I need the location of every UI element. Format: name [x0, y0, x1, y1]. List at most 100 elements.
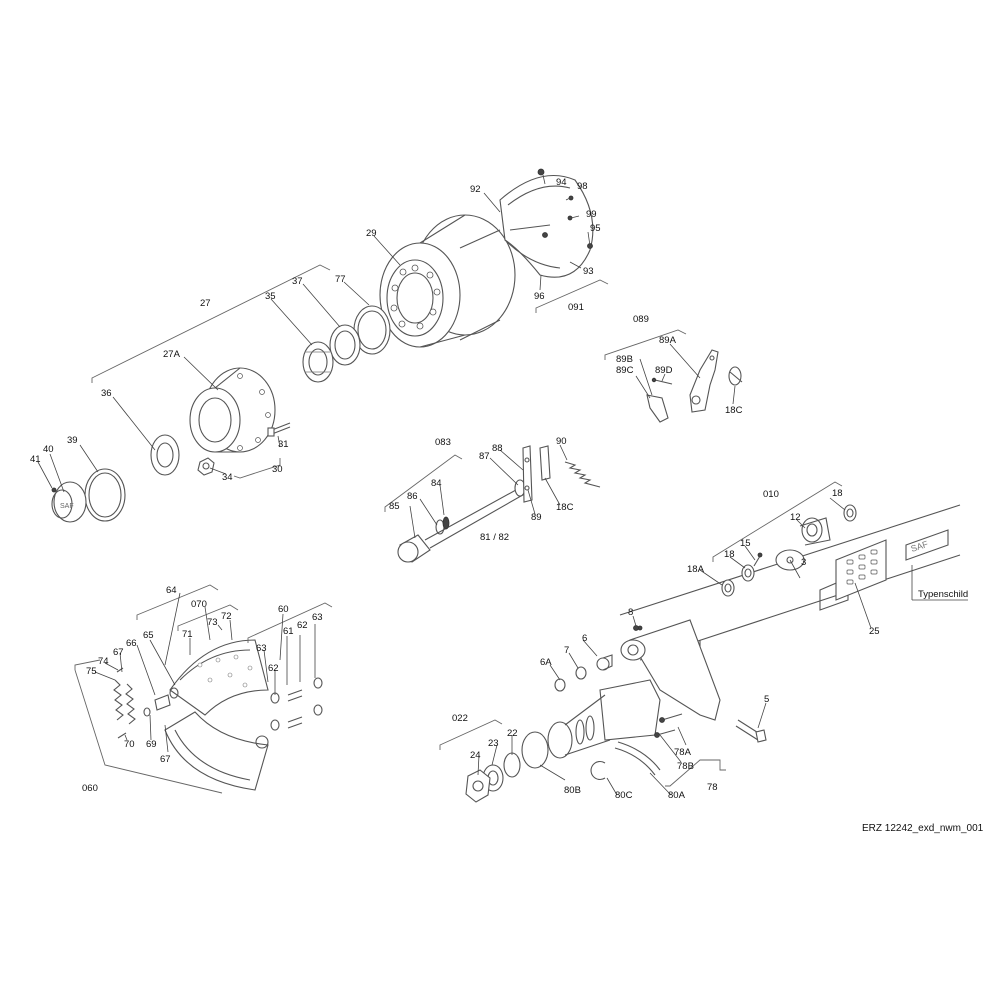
anchor-pin-65-66	[143, 687, 179, 717]
label-84: 84	[431, 478, 442, 489]
label-18-b: 18	[724, 549, 735, 560]
screw-15	[753, 552, 763, 567]
pin-89D	[651, 377, 673, 385]
label-67-b: 67	[160, 754, 171, 765]
label-96: 96	[534, 291, 545, 302]
label-083: 083	[435, 437, 451, 448]
label-27A: 27A	[163, 349, 181, 360]
label-78B: 78B	[677, 761, 694, 772]
wheel-hub-27A	[189, 367, 276, 453]
bolts-78	[654, 713, 683, 738]
label-18-a: 18	[832, 488, 843, 499]
svg-text:SAF: SAF	[60, 503, 74, 510]
label-80A: 80A	[668, 790, 686, 801]
label-66: 66	[126, 638, 137, 649]
seal-ring-39	[84, 468, 126, 522]
label-72: 72	[221, 611, 232, 622]
label-6A: 6A	[540, 657, 552, 668]
label-nameplate: Typenschild	[918, 589, 968, 600]
bearing-35	[302, 341, 334, 383]
label-12: 12	[790, 512, 801, 523]
ring-80B	[521, 731, 549, 769]
label-75: 75	[86, 666, 97, 677]
springs-75	[113, 679, 136, 725]
label-37: 37	[292, 276, 303, 287]
label-74: 74	[98, 656, 109, 667]
label-89D: 89D	[655, 365, 673, 376]
label-34: 34	[222, 472, 233, 483]
label-67-a: 67	[113, 647, 124, 658]
label-23: 23	[488, 738, 499, 749]
label-88: 88	[492, 443, 503, 454]
label-63-b: 63	[256, 643, 267, 654]
part-labels: 94 98 92 99 95 29 93 77 37 96 35 27 091 …	[30, 177, 984, 834]
label-3: 3	[801, 557, 806, 568]
label-63-a: 63	[312, 612, 323, 623]
bearing-ring-37	[329, 324, 361, 366]
grease-nipple-8	[633, 625, 639, 631]
label-25: 25	[869, 626, 880, 637]
label-36: 36	[101, 388, 112, 399]
label-24: 24	[470, 750, 481, 761]
label-65: 65	[143, 630, 154, 641]
label-22: 22	[507, 728, 518, 739]
label-62-b: 62	[268, 663, 279, 674]
hub-cap-40: SAF	[51, 481, 87, 523]
label-022: 022	[452, 713, 468, 724]
label-80C: 80C	[615, 790, 633, 801]
label-98: 98	[577, 181, 588, 192]
axle-nut-24	[465, 769, 491, 803]
label-091: 091	[568, 302, 584, 313]
seal-18A	[721, 579, 735, 597]
label-89A: 89A	[659, 335, 677, 346]
seal-18-lower	[741, 564, 755, 582]
nameplate-25	[835, 539, 887, 601]
label-8: 8	[628, 607, 633, 618]
label-69: 69	[146, 739, 157, 750]
axle-knuckle	[547, 619, 721, 759]
label-089: 089	[633, 314, 649, 325]
label-77: 77	[335, 274, 346, 285]
label-010: 010	[763, 489, 779, 500]
label-39: 39	[67, 435, 78, 446]
ring-6A	[554, 678, 566, 692]
seal-84	[442, 516, 450, 530]
drawing-caption: ERZ 12242_exd_nwm_001	[862, 823, 984, 834]
brake-shoe-upper-070	[169, 639, 269, 716]
label-18C-a: 18C	[725, 405, 743, 416]
label-64: 64	[166, 585, 177, 596]
label-89B: 89B	[616, 354, 633, 365]
group-brackets	[74, 264, 843, 794]
bearing-36	[150, 434, 180, 476]
label-92: 92	[470, 184, 481, 195]
label-070: 070	[191, 599, 207, 610]
label-99: 99	[586, 209, 597, 220]
label-30: 30	[272, 464, 283, 475]
spring-90	[564, 461, 601, 488]
bracket-89B	[646, 394, 669, 423]
bolt-5	[735, 719, 767, 743]
label-70: 70	[124, 739, 135, 750]
hose-80A	[614, 741, 661, 776]
saf-logo-plate: SAF	[905, 529, 949, 561]
brake-drum-29	[379, 214, 516, 348]
label-89C: 89C	[616, 365, 634, 376]
lever-88	[522, 445, 533, 503]
label-27: 27	[200, 298, 211, 309]
label-87: 87	[479, 451, 490, 462]
label-31: 31	[278, 439, 289, 450]
label-73: 73	[207, 617, 218, 628]
leader-lines	[37, 174, 968, 796]
nut-22	[503, 752, 521, 778]
rollers-61-62	[270, 677, 323, 731]
label-85: 85	[389, 501, 400, 512]
bearing-ring-77	[353, 305, 391, 355]
label-78: 78	[707, 782, 718, 793]
label-8182: 81 / 82	[480, 532, 509, 543]
ring-7	[575, 666, 587, 680]
link-18C	[539, 445, 551, 481]
bush-6	[596, 654, 613, 671]
label-40: 40	[43, 444, 54, 455]
label-18C-b: 18C	[556, 502, 574, 513]
